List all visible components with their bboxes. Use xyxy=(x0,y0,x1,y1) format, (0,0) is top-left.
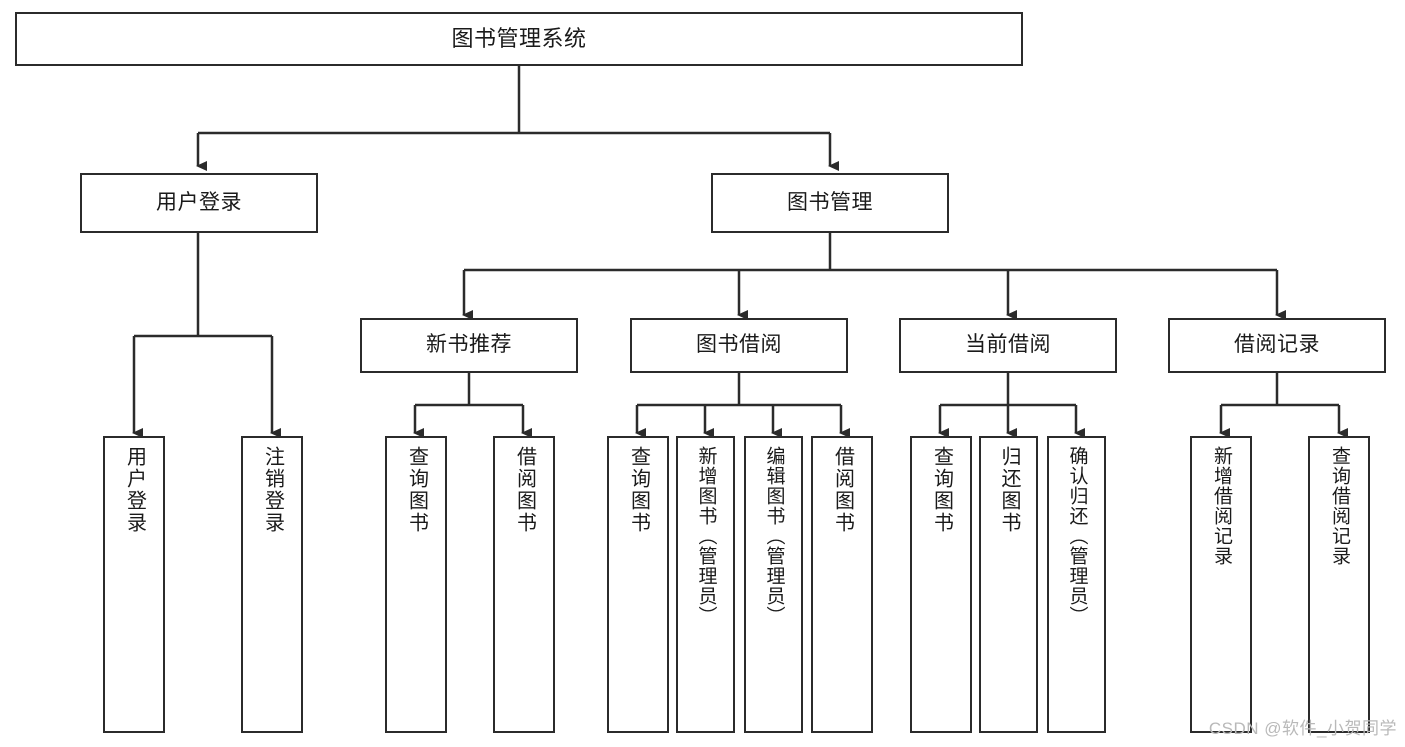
node-leaf-query-book-3[interactable]: 查询图书 xyxy=(910,436,972,733)
node-leaf-query-record-label: 查询借阅记录 xyxy=(1328,446,1350,566)
node-leaf-add-record[interactable]: 新增借阅记录 xyxy=(1190,436,1252,733)
node-leaf-edit-book-label: 编辑图书（管理员） xyxy=(763,446,785,626)
node-leaf-query-record[interactable]: 查询借阅记录 xyxy=(1308,436,1370,733)
node-borrow-record-label: 借阅记录 xyxy=(1234,333,1320,357)
node-leaf-query-book-1[interactable]: 查询图书 xyxy=(385,436,447,733)
node-current-borrow[interactable]: 当前借阅 xyxy=(899,318,1117,373)
node-root-label: 图书管理系统 xyxy=(451,26,587,52)
node-leaf-add-book[interactable]: 新增图书（管理员） xyxy=(676,436,735,733)
node-borrow-record[interactable]: 借阅记录 xyxy=(1168,318,1386,373)
node-leaf-user-login[interactable]: 用户登录 xyxy=(103,436,165,733)
node-book-borrow[interactable]: 图书借阅 xyxy=(630,318,848,373)
node-user-login-label: 用户登录 xyxy=(156,190,242,214)
node-new-book-rec[interactable]: 新书推荐 xyxy=(360,318,578,373)
node-leaf-add-book-label: 新增图书（管理员） xyxy=(695,446,717,626)
node-leaf-borrow-book-1-label: 借阅图书 xyxy=(513,446,536,534)
node-book-manage-label: 图书管理 xyxy=(787,190,873,214)
node-leaf-borrow-book-1[interactable]: 借阅图书 xyxy=(493,436,555,733)
node-leaf-query-book-2-label: 查询图书 xyxy=(627,446,650,534)
node-book-manage[interactable]: 图书管理 xyxy=(711,173,949,233)
node-leaf-user-login-label: 用户登录 xyxy=(123,446,146,534)
node-leaf-logout-label: 注销登录 xyxy=(261,446,284,534)
node-leaf-borrow-book-2-label: 借阅图书 xyxy=(831,446,854,534)
node-leaf-query-book-1-label: 查询图书 xyxy=(405,446,428,534)
node-leaf-confirm-return-label: 确认归还（管理员） xyxy=(1066,446,1088,626)
watermark: CSDN @软件_小贺同学 xyxy=(1208,719,1397,738)
node-user-login[interactable]: 用户登录 xyxy=(80,173,318,233)
node-leaf-confirm-return[interactable]: 确认归还（管理员） xyxy=(1047,436,1106,733)
node-leaf-add-record-label: 新增借阅记录 xyxy=(1210,446,1232,566)
node-leaf-logout[interactable]: 注销登录 xyxy=(241,436,303,733)
node-leaf-return-book[interactable]: 归还图书 xyxy=(979,436,1038,733)
node-leaf-edit-book[interactable]: 编辑图书（管理员） xyxy=(744,436,803,733)
node-leaf-return-book-label: 归还图书 xyxy=(998,446,1020,534)
node-current-borrow-label: 当前借阅 xyxy=(965,333,1051,357)
node-leaf-query-book-2[interactable]: 查询图书 xyxy=(607,436,669,733)
node-new-book-rec-label: 新书推荐 xyxy=(426,333,512,357)
node-leaf-borrow-book-2[interactable]: 借阅图书 xyxy=(811,436,873,733)
node-leaf-query-book-3-label: 查询图书 xyxy=(930,446,953,534)
node-root[interactable]: 图书管理系统 xyxy=(15,12,1023,66)
node-book-borrow-label: 图书借阅 xyxy=(696,333,782,357)
